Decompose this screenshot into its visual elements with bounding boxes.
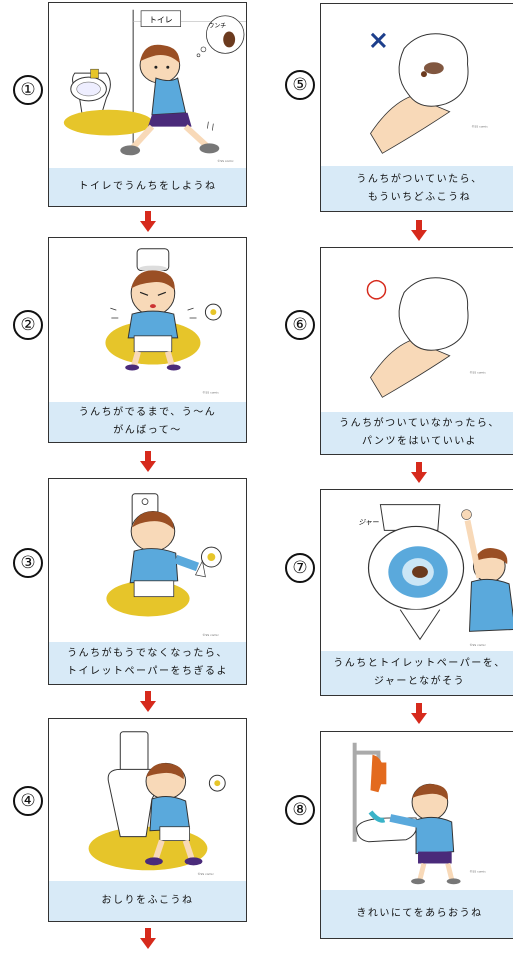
caption-3-line-1: うんちがもうでなくなったら、 (67, 645, 228, 663)
illustration-boy-going-to-toilet: トイレ ウンチ ©SS comic (49, 3, 246, 170)
step-card-7: ジャー ©SS comic うんちとトイレットペーパーを、 ジャーとながそう (320, 489, 513, 696)
caption-3: うんちがもうでなくなったら、 トイレットペーパーをちぎるよ (49, 642, 246, 684)
step-card-8: ©SS comic きれいにてをあらおうね (320, 731, 513, 939)
toilet-sign-text: トイレ (149, 16, 173, 25)
down-arrow-icon (140, 451, 156, 473)
illustration-clean-paper: ○ ©SS comic (321, 248, 513, 413)
copyright-text: ©SS comic (217, 159, 234, 163)
down-arrow-icon (411, 462, 427, 484)
caption-1: トイレでうんちをしようね (49, 168, 246, 206)
bubble-text: ウンチ (208, 22, 226, 30)
step-number-2: ② (13, 310, 43, 340)
down-arrow-icon (411, 703, 427, 725)
wrong-mark: × (368, 25, 390, 55)
step-number-1: ① (13, 75, 43, 105)
caption-1-line-1: トイレでうんちをしようね (79, 178, 217, 196)
illustration-boy-wiping: ©SS comic (49, 719, 246, 883)
caption-7: うんちとトイレットペーパーを、 ジャーとながそう (321, 651, 513, 695)
caption-4-line-1: おしりをふこうね (102, 892, 194, 910)
step-number-8: ⑧ (285, 795, 315, 825)
caption-5: うんちがついていたら、 もういちどふこうね (321, 166, 513, 211)
down-arrow-icon (140, 928, 156, 950)
caption-8-line-1: きれいにてをあらおうね (356, 905, 482, 923)
illustration-washing-hands: ©SS comic (321, 732, 513, 892)
down-arrow-icon (140, 691, 156, 713)
caption-2: うんちがでるまで、う～ん がんばって～ (49, 402, 246, 442)
copyright-text: ©SS comic (471, 125, 488, 129)
caption-4: おしりをふこうね (49, 881, 246, 921)
step-number-6: ⑥ (285, 310, 315, 340)
copyright-text: ©SS comic (202, 390, 219, 394)
step-number-7: ⑦ (285, 553, 315, 583)
copyright-text: ©SS comic (469, 869, 486, 873)
step-card-3: ©SS comic うんちがもうでなくなったら、 トイレットペーパーをちぎるよ (48, 478, 247, 685)
caption-5-line-1: うんちがついていたら、 (356, 171, 482, 189)
copyright-text: ©SS comic (197, 872, 214, 876)
step-number-4: ④ (13, 786, 43, 816)
step-card-6: ○ ©SS comic うんちがついていなかったら、 パンツをはいていいよ (320, 247, 513, 455)
illustration-boy-tearing-paper: ©SS comic (49, 479, 246, 645)
step-card-4: ©SS comic おしりをふこうね (48, 718, 247, 922)
flush-sfx-text: ジャー (358, 518, 378, 526)
caption-6-line-1: うんちがついていなかったら、 (339, 415, 500, 433)
caption-7-line-2: ジャーとながそう (374, 673, 465, 691)
right-mark: ○ (365, 273, 387, 303)
step-card-1: トイレ ウンチ ©SS comic トイレでうんちをしようね (48, 2, 247, 207)
down-arrow-icon (140, 211, 156, 233)
caption-6: うんちがついていなかったら、 パンツをはいていいよ (321, 412, 513, 454)
caption-3-line-2: トイレットペーパーをちぎるよ (67, 663, 228, 681)
caption-2-line-1: うんちがでるまで、う～ん (79, 404, 217, 422)
caption-7-line-1: うんちとトイレットペーパーを、 (333, 655, 505, 673)
illustration-paper-with-poop: × ©SS comic (321, 4, 513, 166)
copyright-text: ©SS comic (469, 643, 486, 647)
caption-2-line-2: がんばって～ (113, 422, 182, 440)
step-number-5: ⑤ (285, 70, 315, 100)
down-arrow-icon (411, 220, 427, 242)
illustration-flushing-toilet: ジャー ©SS comic (321, 490, 513, 653)
step-card-5: × ©SS comic うんちがついていたら、 もういちどふこうね (320, 3, 513, 212)
illustration-boy-straining: ©SS comic (49, 238, 246, 404)
step-number-3: ③ (13, 548, 43, 578)
step-card-2: ©SS comic うんちがでるまで、う～ん がんばって～ (48, 237, 247, 443)
copyright-text: ©SS comic (202, 633, 219, 637)
caption-6-line-2: パンツをはいていいよ (362, 433, 477, 451)
copyright-text: ©SS comic (469, 371, 486, 375)
caption-5-line-2: もういちどふこうね (368, 189, 471, 207)
caption-8: きれいにてをあらおうね (321, 890, 513, 938)
